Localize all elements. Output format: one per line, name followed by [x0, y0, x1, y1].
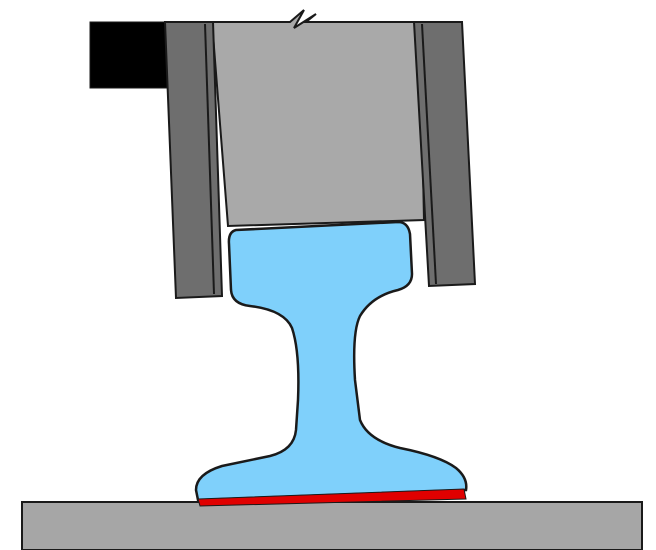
right-jaw-inner-line — [421, 23, 437, 285]
rail-section — [194, 220, 468, 502]
weld-strip — [197, 488, 467, 507]
left-jaw-inner-line — [204, 23, 215, 295]
base-plate — [21, 501, 643, 550]
clamp-block — [89, 21, 171, 89]
right-jaw — [412, 21, 477, 288]
upper-housing — [210, 9, 426, 228]
